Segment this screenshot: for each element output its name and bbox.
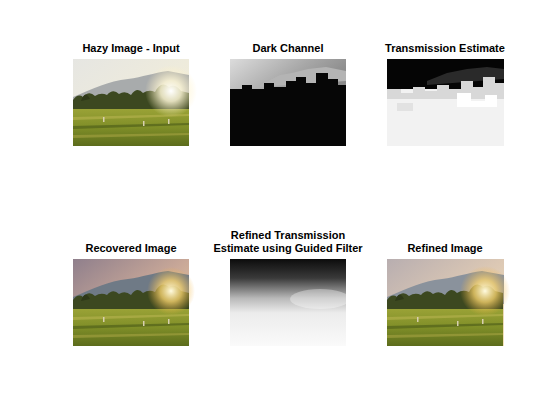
subplot-title: Hazy Image - Input bbox=[82, 42, 179, 55]
subplot-title: Dark Channel bbox=[253, 42, 324, 55]
subplot-title: Refined Transmission Estimate using Guid… bbox=[213, 229, 363, 255]
subplot-title: Refined Image bbox=[407, 242, 482, 255]
subplot-title: Recovered Image bbox=[85, 242, 176, 255]
recovered-photo bbox=[73, 259, 195, 346]
subplot-title: Transmission Estimate bbox=[385, 42, 505, 55]
refined-transmission-map bbox=[230, 259, 350, 346]
refined-photo bbox=[387, 259, 510, 346]
dark-channel-map bbox=[230, 59, 346, 146]
transmission-map bbox=[387, 59, 504, 146]
hazy-photo bbox=[73, 59, 197, 146]
